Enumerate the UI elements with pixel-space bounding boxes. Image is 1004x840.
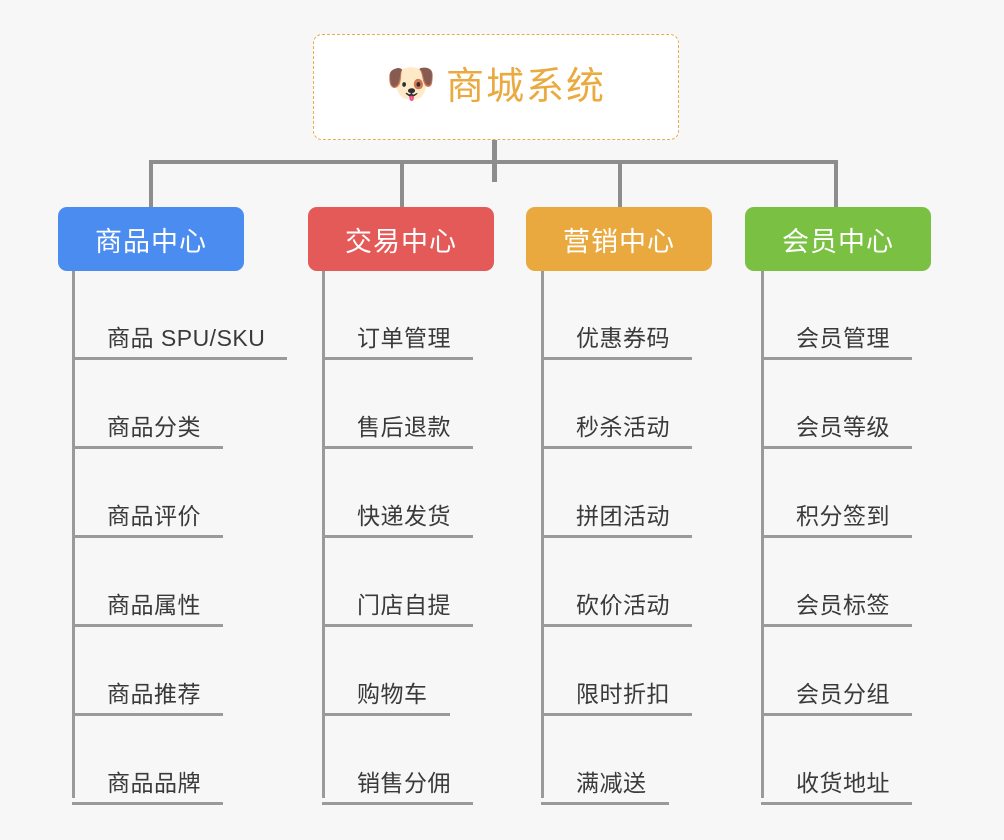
leaf-item-label: 订单管理: [357, 324, 451, 351]
leaf-item-label: 商品评价: [107, 502, 201, 529]
leaf-item[interactable]: 秒杀活动: [541, 360, 692, 449]
leaf-item[interactable]: 商品分类: [72, 360, 223, 449]
leaf-item[interactable]: 快递发货: [322, 449, 473, 538]
category-header-label: 营销中心: [563, 226, 675, 257]
root-title: 商城系统: [445, 66, 606, 108]
leaf-item[interactable]: 购物车: [322, 627, 450, 716]
leaf-item[interactable]: 满减送: [541, 716, 669, 805]
leaf-item-label: 优惠券码: [576, 324, 670, 351]
leaf-item-label: 门店自提: [357, 591, 451, 618]
leaf-item[interactable]: 商品 SPU/SKU: [72, 271, 288, 360]
leaf-spine: [761, 271, 764, 798]
category-header-label: 商品中心: [95, 226, 207, 257]
leaf-item-label: 满减送: [576, 769, 647, 796]
shiba-dog-icon: 🐶: [385, 62, 436, 106]
leaf-spine: [72, 271, 75, 798]
leaf-item-label: 销售分佣: [357, 769, 451, 796]
leaf-item-label: 收货地址: [796, 769, 890, 796]
leaf-item[interactable]: 门店自提: [322, 538, 473, 627]
connector-drop-3: [618, 160, 622, 207]
leaf-item[interactable]: 商品属性: [72, 538, 223, 627]
connector-bus: [150, 160, 838, 164]
leaf-item[interactable]: 会员管理: [761, 271, 912, 360]
leaf-item[interactable]: 会员等级: [761, 360, 912, 449]
leaf-item-label: 砍价活动: [576, 591, 670, 618]
leaf-item-label: 秒杀活动: [576, 413, 670, 440]
category-header-2[interactable]: 营销中心: [526, 207, 712, 271]
leaf-item[interactable]: 售后退款: [322, 360, 473, 449]
leaf-item-label: 会员管理: [796, 324, 890, 351]
leaf-item-label: 积分签到: [796, 502, 890, 529]
leaf-item[interactable]: 优惠券码: [541, 271, 692, 360]
leaf-item-label: 快递发货: [357, 502, 451, 529]
leaf-item-label: 会员等级: [796, 413, 890, 440]
leaf-spine: [541, 271, 544, 798]
leaf-item[interactable]: 商品评价: [72, 449, 223, 538]
leaf-item-label: 商品分类: [107, 413, 201, 440]
connector-drop-2: [400, 160, 404, 207]
leaf-item-label: 会员标签: [796, 591, 890, 618]
leaf-item[interactable]: 销售分佣: [322, 716, 473, 805]
category-header-label: 交易中心: [345, 226, 457, 257]
leaf-item[interactable]: 限时折扣: [541, 627, 692, 716]
leaf-item-label: 限时折扣: [576, 680, 670, 707]
leaf-item-label: 购物车: [357, 680, 428, 707]
leaf-item[interactable]: 商品品牌: [72, 716, 223, 805]
leaf-item[interactable]: 收货地址: [761, 716, 912, 805]
leaf-item-label: 商品 SPU/SKU: [107, 324, 266, 351]
leaf-item[interactable]: 订单管理: [322, 271, 473, 360]
leaf-item-label: 商品品牌: [107, 769, 201, 796]
connector-drop-4: [834, 160, 838, 207]
leaf-item-label: 拼团活动: [576, 502, 670, 529]
leaf-item[interactable]: 积分签到: [761, 449, 912, 538]
leaf-item[interactable]: 砍价活动: [541, 538, 692, 627]
leaf-item-label: 售后退款: [357, 413, 451, 440]
connector-drop-1: [149, 160, 153, 207]
leaf-spine: [322, 271, 325, 798]
leaf-item[interactable]: 会员分组: [761, 627, 912, 716]
category-header-3[interactable]: 会员中心: [745, 207, 931, 271]
leaf-item[interactable]: 会员标签: [761, 538, 912, 627]
leaf-item-label: 商品属性: [107, 591, 201, 618]
root-node[interactable]: 🐶 商城系统: [313, 34, 679, 140]
leaf-item[interactable]: 商品推荐: [72, 627, 223, 716]
leaf-item-label: 商品推荐: [107, 680, 201, 707]
category-header-label: 会员中心: [782, 226, 894, 257]
leaf-item-label: 会员分组: [796, 680, 890, 707]
category-header-0[interactable]: 商品中心: [58, 207, 244, 271]
leaf-item[interactable]: 拼团活动: [541, 449, 692, 538]
category-header-1[interactable]: 交易中心: [308, 207, 494, 271]
